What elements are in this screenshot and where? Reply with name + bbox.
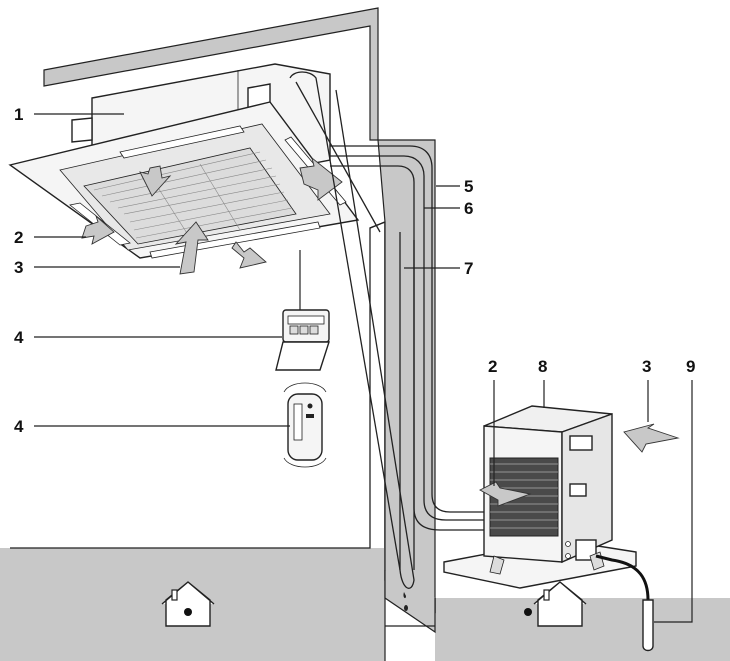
ceiling-slab (43, 7, 379, 141)
air-flow-arrow-icon (479, 481, 532, 507)
callout-8: 8 (538, 357, 547, 376)
outdoor-unit-foot-left (489, 555, 505, 575)
earth-wire (595, 554, 654, 652)
drain-drops (403, 592, 408, 611)
callout-7: 7 (464, 259, 473, 278)
outdoor-unit-side (561, 413, 613, 564)
outdoor-unit (443, 405, 680, 589)
callout-6: 6 (464, 199, 473, 218)
outdoor-house-icon (524, 581, 587, 627)
outdoor-floor (435, 598, 730, 661)
callout-numbers: 1 2 3 4 4 5 6 7 2 8 3 9 (14, 105, 695, 436)
air-flow-arrow-icon (299, 156, 343, 201)
callout-2-right: 2 (488, 357, 497, 376)
intake-grille (83, 147, 297, 245)
outdoor-service-cover (569, 483, 587, 497)
louvre-back (119, 125, 245, 159)
wired-remote-controller (275, 250, 330, 371)
indoor-cassette-unit (8, 63, 360, 259)
air-flow-arrow-icon (623, 423, 680, 453)
exterior-wall-face (377, 139, 436, 614)
air-flow-arrow-icon (81, 214, 115, 245)
indoor-house-icon (161, 581, 215, 627)
drain-pipe-outline (295, 81, 381, 233)
callout-3-right: 3 (642, 357, 651, 376)
callout-5: 5 (464, 177, 473, 196)
air-flow-arrow-icon (231, 241, 267, 269)
callout-4-lower: 4 (14, 417, 24, 436)
outdoor-label-plate (569, 435, 593, 451)
drain-pit (384, 570, 436, 634)
piping (289, 71, 486, 589)
air-flow-arrow-icon (174, 221, 209, 275)
callout-1: 1 (14, 105, 23, 124)
room-back-wall (10, 221, 386, 549)
leader-lines (34, 113, 693, 623)
callout-4-upper: 4 (14, 328, 24, 347)
air-flow-arrows (81, 156, 343, 275)
mount-bracket-left (71, 117, 93, 143)
callout-2-left: 2 (14, 228, 23, 247)
outdoor-valve-cover (575, 539, 597, 561)
wireless-remote-body (287, 393, 323, 461)
refrigerant-gas-pipe (330, 145, 486, 513)
refrigerant-gas-pipe-inner (330, 155, 486, 521)
air-flow-arrow-icon (139, 165, 172, 197)
callout-3-left: 3 (14, 258, 23, 277)
earth-rod (642, 599, 654, 652)
callout-9: 9 (686, 357, 695, 376)
refrigerant-liquid-pipe (330, 165, 486, 531)
wireless-remote-controller (283, 382, 327, 468)
wired-remote-lid (275, 341, 330, 371)
